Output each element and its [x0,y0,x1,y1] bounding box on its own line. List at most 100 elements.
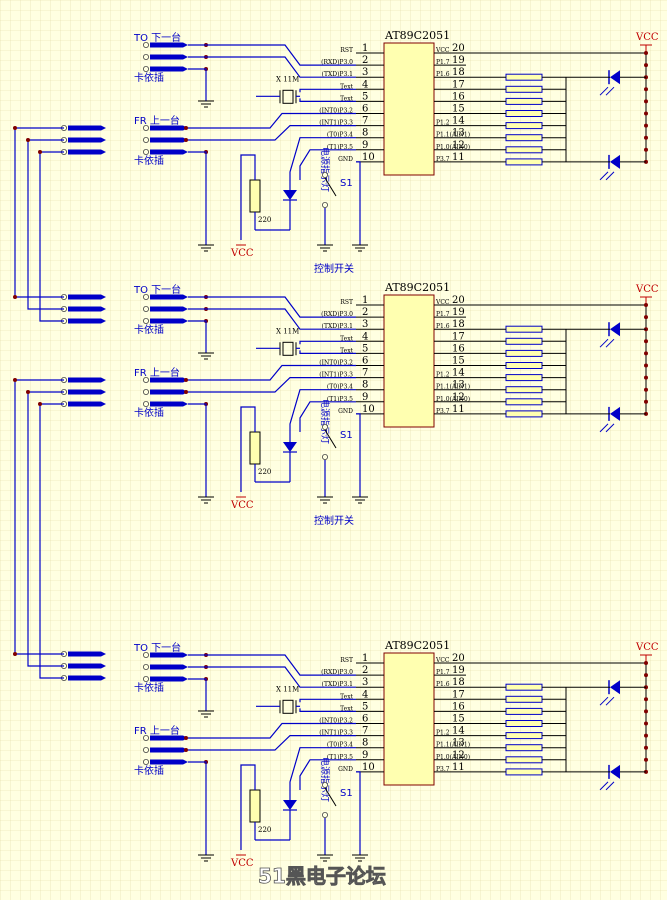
crystal-wire [299,698,356,703]
header-pin-body [68,401,106,407]
bus-pin [61,388,106,395]
pin-number-left: 4 [362,79,368,90]
ground-symbol [198,489,214,504]
to-ground-wire [188,68,207,93]
crystal-wire [299,708,356,713]
switch-lever [324,177,337,197]
pin-number-left: 1 [362,295,368,306]
to-ground-wire [188,320,207,345]
mcu-unit-3: AT89C20511RST2(RXD)P3.03(TXD)P3.14Text5T… [133,639,659,869]
header-pin-body [150,137,188,143]
junction-dot [184,390,188,394]
to-pin [142,318,188,325]
header-pin-body [150,735,188,741]
fr-label: FR 上一台 [134,366,180,379]
junction-dot [644,721,648,726]
pin-name-right: P1.0(AIN0) [436,144,470,151]
pin-terminal [142,664,149,671]
header-pin-body [150,318,188,324]
p34-wire [289,389,356,427]
led-1-icon [610,70,620,85]
crystal-wire [299,350,356,355]
pin-number-left: 6 [362,356,368,367]
led-resistor [505,707,543,715]
header-pin-body [150,676,188,682]
pin-number-left: 8 [362,128,368,139]
card-label: 卡依插 [134,681,164,694]
vcc-label: VCC [230,500,254,511]
led-resistor [505,756,543,764]
bus-pin [61,663,106,670]
ground-symbol [317,847,333,862]
pin-number-left: 10 [362,152,375,163]
pin-name-left: (INT1)P3.3 [319,730,353,737]
led-arrow [599,423,609,433]
switch-label: S1 [340,788,353,799]
junction-dot [644,135,648,140]
wire [188,666,356,688]
junction-dot [644,757,648,762]
fr-ground-wire [188,403,207,489]
vcc-label: VCC [230,858,254,869]
pin-name-left: (TXD)P3.1 [322,681,353,688]
led-resistor [505,134,543,142]
pin-number-right: 16 [452,91,465,102]
led-arrow [599,781,609,791]
header-pin-body [68,651,106,657]
pin-number-right: 19 [452,307,465,318]
crystal-wire [299,88,356,93]
fr-pin [142,377,188,384]
pin-number-right: 11 [452,152,465,163]
bus-pin [61,293,106,300]
pin-terminal [142,676,149,683]
bus-header-3 [61,376,106,407]
pin-terminal [321,811,328,818]
pin-terminal [142,652,149,659]
pin-name-right: P1.6 [436,681,450,688]
vcc-label: VCC [230,248,254,259]
switch-lever [324,429,337,449]
pin-terminal [142,735,149,742]
wire [188,44,356,66]
resistor-label: 220 [258,216,271,224]
resistor-label: 220 [258,468,271,476]
power-led-label: 电源指示灯 [319,147,331,192]
pin-number-left: 3 [362,677,368,688]
mcu-unit-2: AT89C20511RST2(RXD)P3.03(TXD)P3.14Text5T… [133,281,659,527]
pin-name-right: P1.0(AIN0) [436,396,470,403]
pin-number-right: 20 [452,295,465,306]
fr-pin [142,746,188,753]
led-resistor [505,732,543,740]
pin-number-right: 14 [452,116,465,127]
junction-dot [26,390,30,394]
vcc-wire [240,154,256,240]
fr-label: FR 上一台 [134,114,180,127]
header-pin-body [68,318,106,324]
pin-number-left: 8 [362,380,368,391]
bus-pin [61,125,106,132]
to-pin [142,42,188,49]
pin-number-left: 10 [362,762,375,773]
to-label: TO 下一台 [133,31,181,44]
led-resistor [505,695,543,703]
header-pin-body [150,759,188,765]
pin-name-left: (T0)P3.4 [327,742,353,749]
pin-number-right: 15 [452,356,465,367]
pin-terminal [142,306,149,313]
pin-number-left: 9 [362,392,368,403]
junction-dot [13,378,17,382]
led-resistor [505,110,543,117]
ground-symbol [352,489,368,504]
junction-dot [644,363,648,368]
header-pin-body [68,389,106,395]
pin-name-left: (TXD)P3.1 [322,323,353,330]
header-pin-body [150,377,188,383]
bus-header-2 [61,293,106,324]
pin-number-left: 8 [362,738,368,749]
pin-name-right: P1.0(AIN0) [436,754,470,761]
bus-pin [61,675,106,682]
crystal-wire [299,98,356,103]
pin-name-left: (T0)P3.4 [327,132,353,139]
p34-wire [289,747,356,785]
